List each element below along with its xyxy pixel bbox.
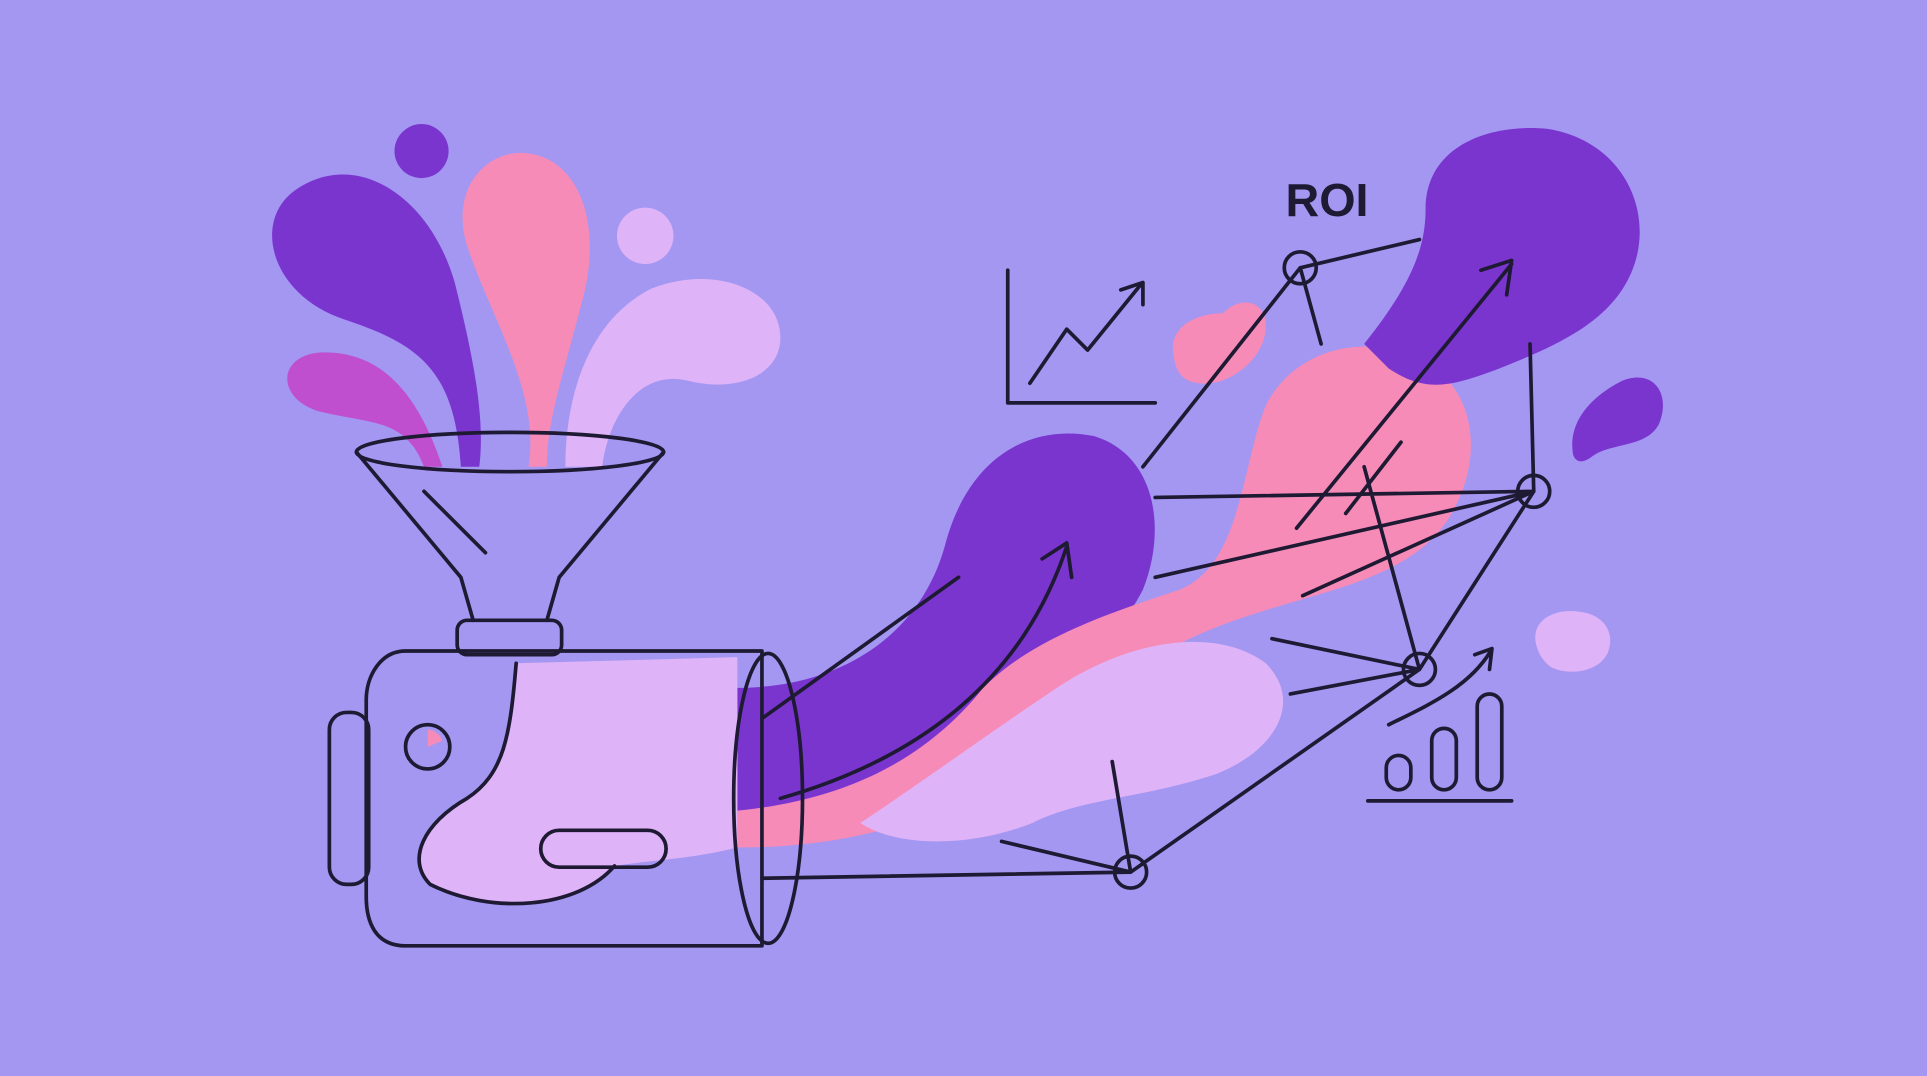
purple-splash [272, 174, 481, 467]
arrow-icon [1294, 258, 1514, 531]
gauge-slice [427, 729, 443, 747]
arrow-icon [1386, 646, 1494, 727]
network-node [1515, 473, 1552, 510]
lavender-dot [616, 207, 674, 265]
lavender-right-blob [1535, 611, 1611, 672]
purple-right-blob [1572, 377, 1663, 462]
machine-liquid [419, 657, 738, 904]
purple-top-blob [1364, 128, 1640, 385]
machine-side-cap [327, 710, 371, 887]
machine [327, 618, 805, 948]
bar-chart-icon [1365, 692, 1514, 803]
roi-label: ROI [1285, 174, 1368, 226]
funnel-rim [354, 430, 666, 474]
arrow-icon [778, 541, 1074, 801]
progress-pill [538, 828, 668, 870]
line-chart-icon [1005, 268, 1158, 405]
network-lines [760, 237, 1536, 881]
growth-arrows [778, 258, 1514, 801]
magenta-splash [287, 352, 443, 467]
funnel [354, 430, 666, 623]
pink-stream [737, 346, 1471, 848]
network-node [1282, 249, 1319, 286]
funnel-highlight [422, 489, 488, 555]
pink-small-blob [1172, 302, 1266, 384]
network-node [1112, 854, 1149, 890]
lavender-splash [565, 279, 781, 467]
splash-blobs [272, 124, 781, 467]
machine-body [364, 649, 764, 948]
machine-neck [455, 618, 564, 657]
network-node [1401, 651, 1438, 688]
network-graph [760, 237, 1552, 890]
lavender-stream [860, 641, 1284, 842]
pink-splash [462, 152, 590, 467]
flow-streams [737, 128, 1663, 848]
purple-stream [737, 433, 1155, 823]
machine-outlet [731, 651, 805, 946]
purple-dot [394, 124, 449, 179]
funnel-cone [354, 450, 666, 623]
liquid-outline [417, 661, 617, 906]
gauge-icon [403, 722, 452, 771]
arrow-shadow [1343, 440, 1403, 516]
